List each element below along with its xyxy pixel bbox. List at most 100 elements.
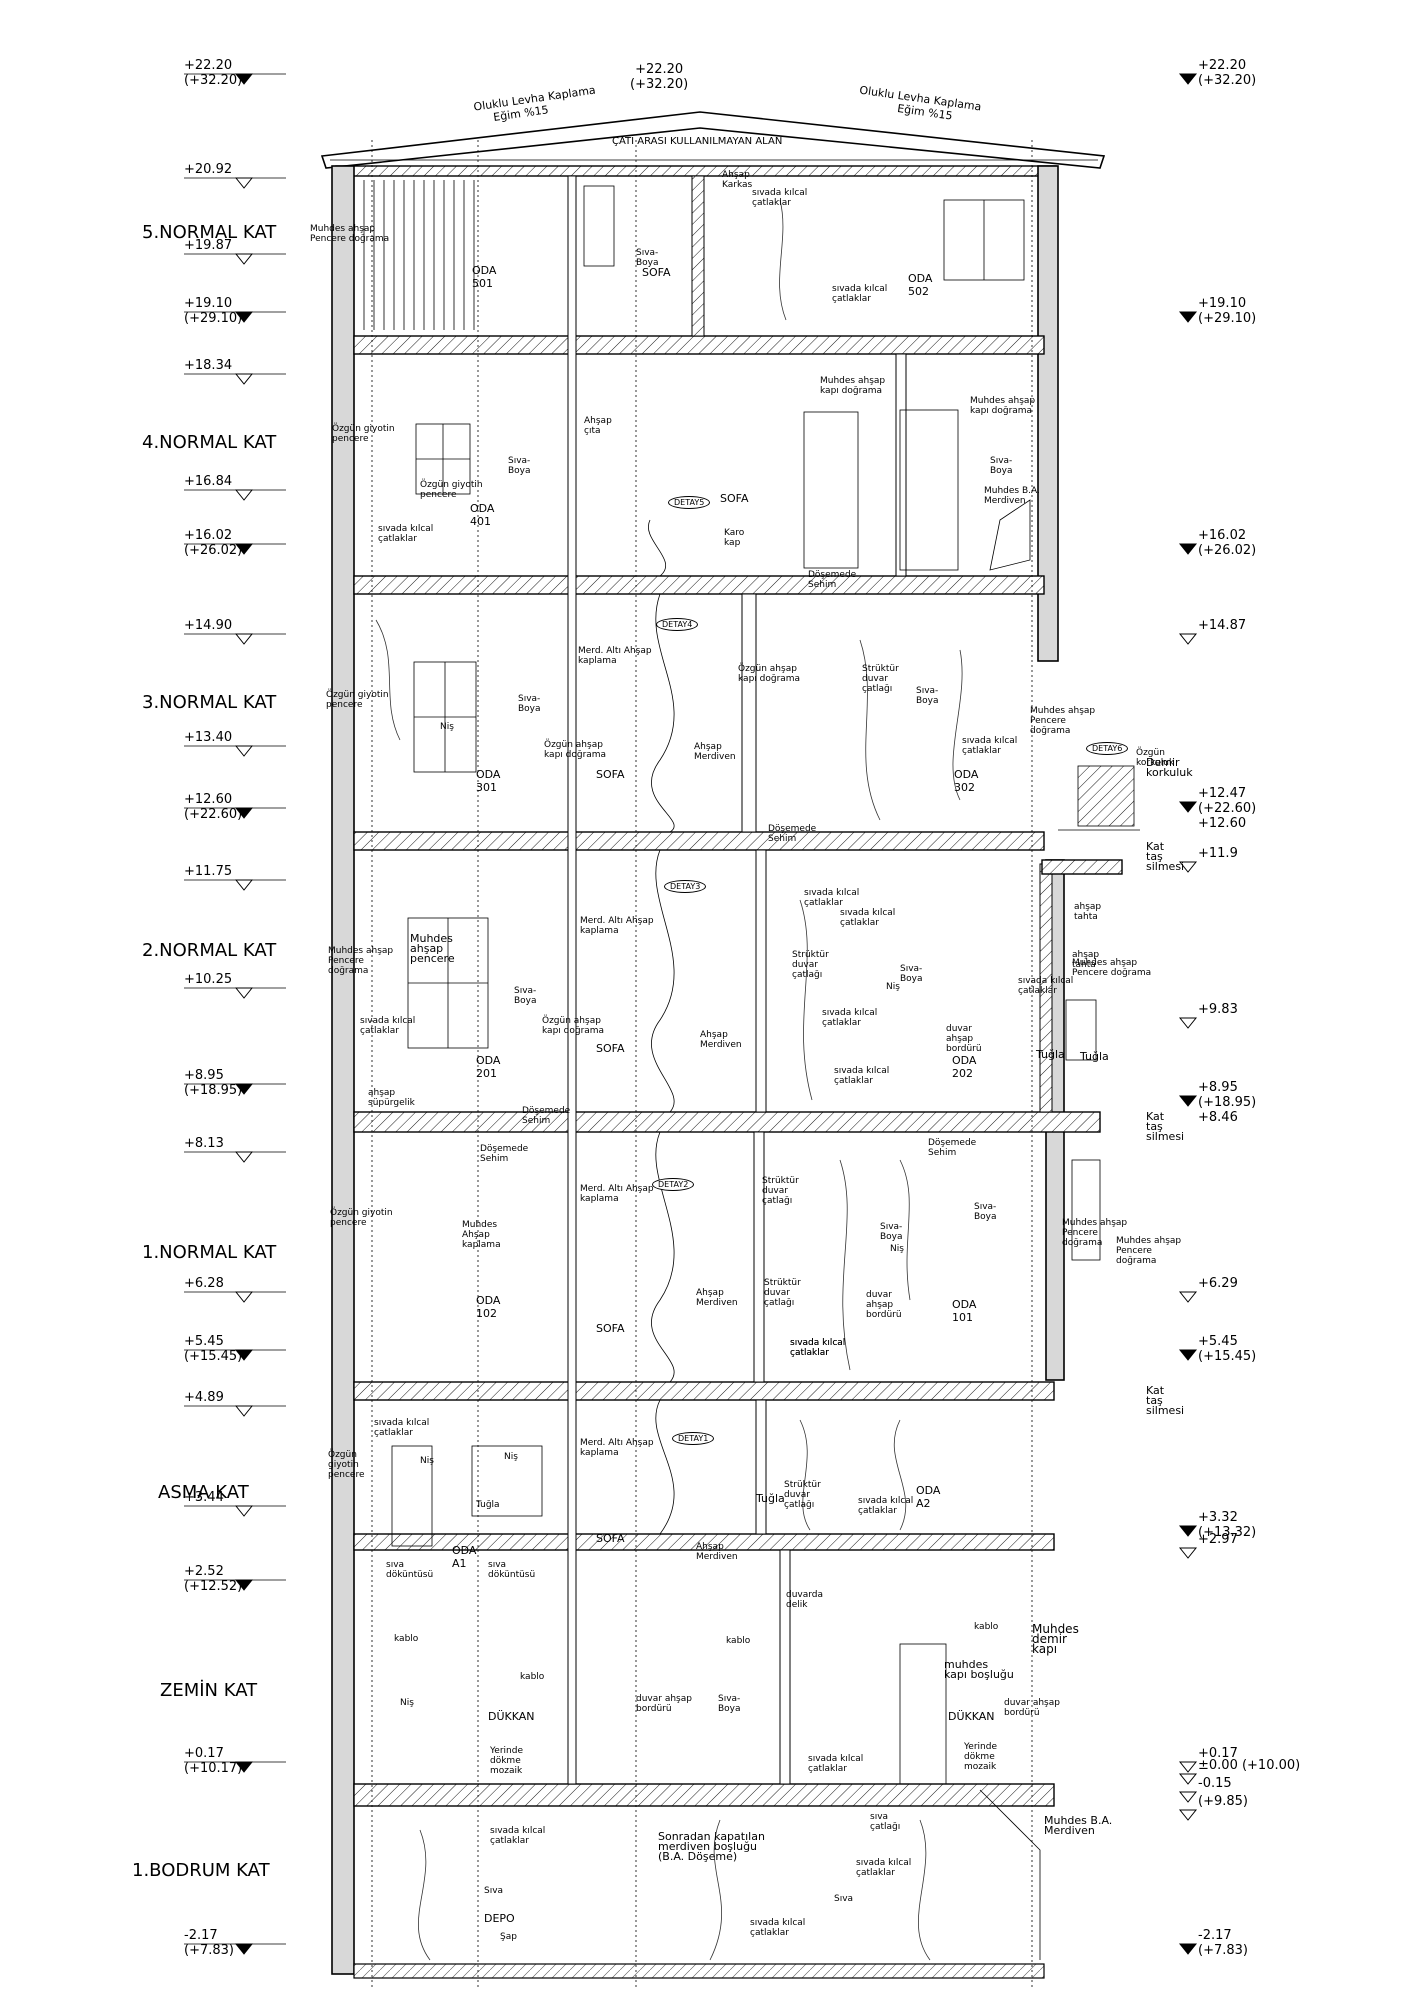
floor-name-2: 2.NORMAL KAT — [142, 940, 277, 961]
note-siva-b2: Sıva — [834, 1894, 854, 1904]
note-siva-kilcal-502: sıvada kılcal çatlaklar — [832, 284, 888, 304]
level-right: +6.29 — [1198, 1276, 1238, 1291]
note-siva-dokuntusu: sıva döküntüsü — [386, 1560, 434, 1580]
level-triangle — [1178, 861, 1198, 873]
note-kablo-1: kablo — [394, 1634, 419, 1644]
cracks — [375, 199, 963, 1961]
level-triangle — [1178, 801, 1198, 813]
note-muhdes-ba-merdiven-b: Muhdes B.A. Merdiven — [1044, 1814, 1113, 1837]
note-yerinde-mozaik-1: Yerinde dökme mozaik — [490, 1746, 523, 1776]
note-siva-boya-1b: Sıva-Boya — [974, 1202, 997, 1222]
note-strukur-a: Strüktür duvar çatlağı — [784, 1480, 821, 1510]
level-triangle — [1178, 1095, 1198, 1107]
level-right: +19.10(+29.10) — [1198, 296, 1257, 326]
level-triangle — [1178, 543, 1198, 555]
room-sofa4: SOFA — [720, 492, 749, 505]
note-siva-kilcal-b1: sıvada kılcal çatlaklar — [490, 1826, 546, 1846]
note-siva-kilcal-2b: sıvada kılcal çatlaklar — [804, 888, 860, 908]
note-ahsap-merdiven-a: Ahşap Merdiven — [696, 1542, 738, 1562]
note-siva-boya-3b: Sıva-Boya — [916, 686, 939, 706]
note-ozgun-korkuluk: Özgün korkuluk — [1136, 748, 1175, 768]
note-siva-boya-4: Sıva-Boya — [508, 456, 531, 476]
level-left: +5.45(+15.45) — [184, 1334, 243, 1364]
note-strukur-1b: Strüktür duvar çatlağı — [764, 1278, 801, 1308]
note-siva-kilcal-b3: sıvada kılcal çatlaklar — [750, 1918, 806, 1938]
note-ahsap-merdiven-2: Ahşap Merdiven — [700, 1030, 742, 1050]
level-left: +6.28 — [184, 1276, 224, 1291]
note-siva-kilcal-5: sıvada kılcal çatlaklar — [752, 188, 808, 208]
note-doseme-sehim-2: Döşemede Sehim — [522, 1106, 571, 1126]
level-triangle — [234, 1505, 254, 1517]
level-center-top: +22.20(+32.20) — [630, 62, 689, 92]
note-nis-a: Niş — [420, 1456, 434, 1466]
note-duvar-bordur-1: duvar ahşap bordürü — [866, 1290, 902, 1320]
note-doseme-sehim-1: Döşemede Sehim — [480, 1144, 529, 1164]
level-right: +22.20(+32.20) — [1198, 58, 1257, 88]
note-siva-kilcal-4: sıvada kılcal çatlaklar — [378, 524, 434, 544]
level-triangle — [1178, 311, 1198, 323]
note-siva-boya-2: Sıva-Boya — [514, 986, 537, 1006]
detail-bubble-1: DETAY1 — [672, 1432, 715, 1445]
level-triangle — [1178, 1291, 1198, 1303]
note-ozgun-kapi-2: Özgün ahşap kapı doğrama — [542, 1016, 605, 1036]
note-siva-kilcal-1: sıvada kılcal çatlaklar — [790, 1338, 846, 1358]
note-kablo-2: kablo — [520, 1672, 545, 1682]
note-muhdes-pencere-3: Muhdes ahşap Pencere doğrama — [1030, 706, 1096, 736]
note-karo-kap: Karo kap — [724, 528, 745, 548]
level-triangle — [1178, 633, 1198, 645]
level-triangle — [234, 1151, 254, 1163]
room-oda102: ODA 102 — [476, 1294, 501, 1320]
room-dukkan1: DÜKKAN — [488, 1710, 535, 1723]
note-kablo-4: kablo — [974, 1622, 999, 1632]
level-right: +2.97 — [1198, 1532, 1238, 1547]
note-kat-tas-2: Kat taş silmesi — [1146, 1110, 1185, 1143]
note-muhdes-pencere-1: Muhdes ahşap Pencere doğrama — [1062, 1218, 1128, 1248]
level-left: -2.17(+7.83) — [184, 1928, 234, 1958]
note-ozgun-kapi-3: Özgün ahşap kapı doğrama — [544, 740, 607, 760]
note-muhdes-pencere-5: Muhdes ahşap Pencere doğrama — [310, 224, 390, 244]
level-right: +5.45(+15.45) — [1198, 1334, 1257, 1364]
level-right: -0.15 — [1198, 1776, 1232, 1791]
level-triangle — [234, 253, 254, 265]
level-triangle — [1178, 1525, 1198, 1537]
grid-lines — [371, 140, 1033, 1990]
level-triangle — [234, 745, 254, 757]
note-ahsap-tahta-1: ahşap tahta — [1074, 902, 1102, 922]
note-ozgun-giyotin-1: Özgün giyotin pencere — [330, 1208, 393, 1228]
note-muhdes-ahsap-kaplama: Muhdes Ahşap kaplama — [462, 1220, 501, 1250]
note-tugla-2a: Tuğla — [1036, 1048, 1065, 1061]
note-siva-boya-3: Sıva-Boya — [518, 694, 541, 714]
level-right: +9.83 — [1198, 1002, 1238, 1017]
note-ahsap-merdiven-3: Ahşap Merdiven — [694, 742, 736, 762]
note-nis-3: Niş — [440, 722, 454, 732]
note-muhdes-kapi-4: Muhdes ahşap kapı doğrama — [820, 376, 886, 396]
note-muhdes-ahsap-pencere-2: Muhdes ahşap pencere — [410, 932, 455, 965]
floor-name-zemin: ZEMİN KAT — [160, 1680, 258, 1701]
note-demir-korkuluk: Demir korkuluk — [1146, 756, 1193, 779]
note-duvar-bordur-2: duvar ahşap bordürü — [946, 1024, 982, 1054]
room-oda502: ODA 502 — [908, 272, 933, 298]
note-siva-kilcal-2f: sıvada kılcal çatlaklar — [834, 1066, 890, 1086]
room-oda301: ODA 301 — [476, 768, 501, 794]
note-strukur-1a: Strüktür duvar çatlağı — [762, 1176, 799, 1206]
note-siva-kilcal-3: sıvada kılcal çatlaklar — [962, 736, 1018, 756]
note-siva-boya-1: Sıva-Boya — [880, 1222, 903, 1242]
room-sofa1: SOFA — [596, 1322, 625, 1335]
left-wall — [331, 165, 355, 1975]
note-sap-b: Şap — [500, 1932, 517, 1942]
level-right: +8.95(+18.95)+8.46 — [1198, 1080, 1257, 1125]
note-strukur-3: Strüktür duvar çatlağı — [862, 664, 899, 694]
note-duvar-bordur-z2: duvar ahşap bordürü — [1004, 1698, 1060, 1718]
floor-name-5: 5.NORMAL KAT — [142, 222, 277, 243]
level-right: ±0.00 (+10.00) — [1198, 1758, 1301, 1773]
level-left: +8.95(+18.95) — [184, 1068, 243, 1098]
level-left: +12.60(+22.60) — [184, 792, 243, 822]
note-kablo-3: kablo — [726, 1636, 751, 1646]
balcony — [1041, 765, 1140, 875]
level-left: +20.92 — [184, 162, 233, 177]
note-siva-kilcal-a2: sıvada kılcal çatlaklar — [858, 1496, 914, 1516]
room-oda201: ODA 201 — [476, 1054, 501, 1080]
level-triangle — [234, 987, 254, 999]
note-ozgun-kapi-3b: Özgün ahşap kapı doğrama — [738, 664, 801, 684]
note-ahsap-supurgelik: ahşap süpürgelik — [368, 1088, 415, 1108]
